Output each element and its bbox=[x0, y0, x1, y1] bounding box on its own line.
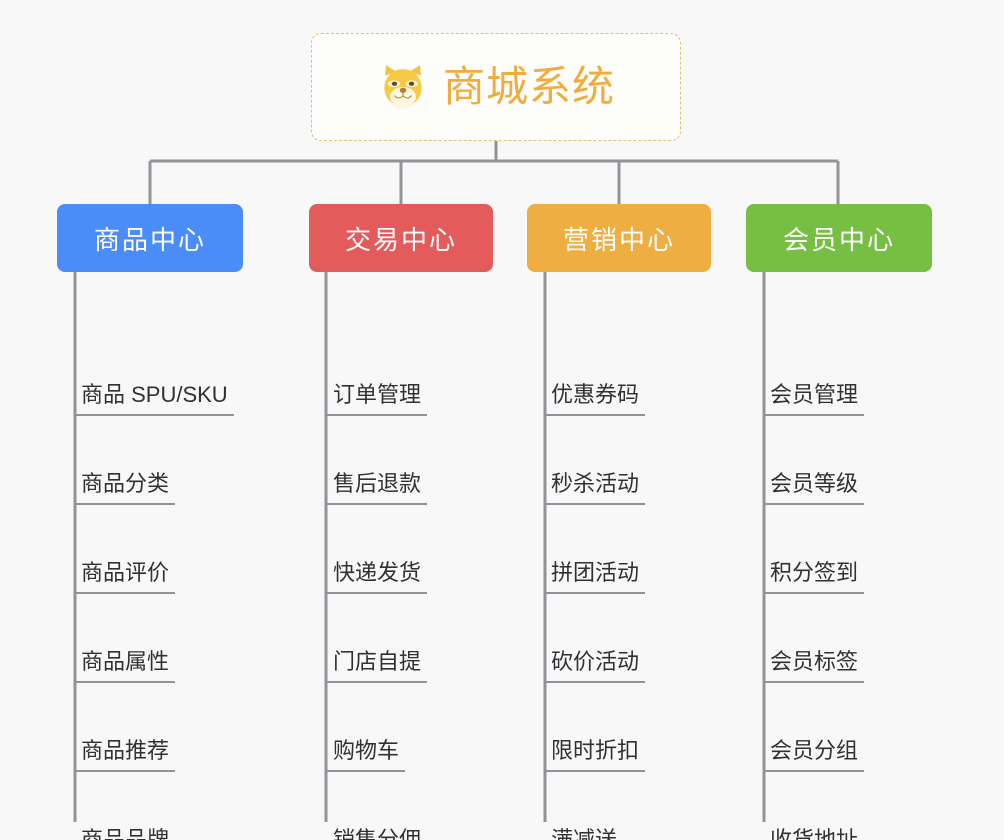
leaf-item[interactable]: 拼团活动 bbox=[545, 554, 646, 594]
leaf-item-label: 门店自提 bbox=[327, 647, 428, 683]
leaf-item-label: 商品属性 bbox=[75, 647, 176, 683]
leaf-item-label: 会员管理 bbox=[764, 380, 865, 416]
leaf-item-label: 限时折扣 bbox=[545, 736, 646, 772]
root-title: 商城系统 bbox=[442, 63, 615, 110]
leaf-item-label: 积分签到 bbox=[764, 558, 865, 594]
leaf-item-label: 满减送 bbox=[545, 825, 623, 840]
leaf-item[interactable]: 会员等级 bbox=[764, 465, 865, 505]
leaf-item-label: 购物车 bbox=[327, 736, 406, 772]
branch-column-product-center: 商品中心 商品 SPU/SKU 商品分类 商品评价 商品属性 商品推荐 商品品牌 bbox=[57, 204, 243, 840]
shiba-dog-emoji bbox=[384, 65, 422, 109]
leaf-item[interactable]: 满减送 bbox=[545, 821, 623, 840]
leaf-item-label: 优惠券码 bbox=[545, 380, 646, 416]
leaf-item[interactable]: 收货地址 bbox=[764, 821, 864, 840]
leaf-item[interactable]: 限时折扣 bbox=[545, 732, 646, 772]
leaf-item[interactable]: 会员管理 bbox=[764, 376, 865, 416]
leaf-item[interactable]: 商品 SPU/SKU bbox=[75, 376, 234, 416]
leaf-item-label: 会员等级 bbox=[764, 469, 865, 505]
branch-column-member-center: 会员中心 会员管理 会员等级 积分签到 会员标签 会员分组 收货地址 bbox=[746, 204, 932, 840]
branch-column-marketing-center: 营销中心 优惠券码 秒杀活动 拼团活动 砍价活动 限时折扣 满减送 bbox=[527, 204, 711, 840]
leaf-item[interactable]: 订单管理 bbox=[327, 376, 428, 416]
leaf-item-label: 商品评价 bbox=[75, 558, 176, 594]
leaf-item[interactable]: 购物车 bbox=[327, 732, 406, 772]
leaf-item[interactable]: 商品属性 bbox=[75, 643, 176, 683]
leaf-item[interactable]: 会员分组 bbox=[764, 732, 865, 772]
leaf-item-label: 商品分类 bbox=[75, 469, 176, 505]
category-header-label: 交易中心 bbox=[344, 224, 457, 255]
leaf-item[interactable]: 商品推荐 bbox=[75, 732, 176, 772]
leaf-item-label: 会员分组 bbox=[764, 736, 865, 772]
leaf-item[interactable]: 商品品牌 bbox=[75, 821, 175, 840]
leaf-item-label: 收货地址 bbox=[764, 825, 864, 840]
leaf-item-label: 商品品牌 bbox=[75, 825, 175, 840]
leaf-item-label: 秒杀活动 bbox=[545, 469, 646, 505]
category-header-trade-center[interactable]: 交易中心 bbox=[309, 204, 493, 272]
leaf-item[interactable]: 砍价活动 bbox=[545, 643, 646, 683]
leaf-item-label: 拼团活动 bbox=[545, 558, 646, 594]
leaf-item-label: 会员标签 bbox=[764, 647, 865, 683]
leaf-item-label: 商品推荐 bbox=[75, 736, 176, 772]
leaf-item[interactable]: 门店自提 bbox=[327, 643, 428, 683]
category-header-label: 会员中心 bbox=[782, 224, 895, 255]
leaf-item[interactable]: 快递发货 bbox=[327, 554, 428, 594]
branch-column-trade-center: 交易中心 订单管理 售后退款 快递发货 门店自提 购物车 销售分佣 bbox=[309, 204, 493, 840]
leaf-item[interactable]: 销售分佣 bbox=[327, 821, 427, 840]
category-header-label: 商品中心 bbox=[93, 224, 206, 255]
root-node[interactable]: 商城系统 bbox=[311, 33, 681, 141]
leaf-item-label: 售后退款 bbox=[327, 469, 428, 505]
leaf-item[interactable]: 售后退款 bbox=[327, 465, 428, 505]
leaf-item[interactable]: 秒杀活动 bbox=[545, 465, 646, 505]
leaf-item[interactable]: 优惠券码 bbox=[545, 376, 646, 416]
leaf-item-label: 商品 SPU/SKU bbox=[75, 380, 234, 416]
category-header-product-center[interactable]: 商品中心 bbox=[57, 204, 243, 272]
leaf-item[interactable]: 积分签到 bbox=[764, 554, 865, 594]
leaf-item[interactable]: 商品分类 bbox=[75, 465, 176, 505]
category-header-member-center[interactable]: 会员中心 bbox=[746, 204, 932, 272]
leaf-item-label: 快递发货 bbox=[327, 558, 428, 594]
leaf-item[interactable]: 会员标签 bbox=[764, 643, 865, 683]
leaf-item-label: 订单管理 bbox=[327, 380, 428, 416]
leaf-item-label: 砍价活动 bbox=[545, 647, 646, 683]
leaf-item-label: 销售分佣 bbox=[327, 825, 427, 840]
category-header-marketing-center[interactable]: 营销中心 bbox=[527, 204, 711, 272]
category-header-label: 营销中心 bbox=[562, 224, 675, 255]
leaf-item[interactable]: 商品评价 bbox=[75, 554, 176, 594]
